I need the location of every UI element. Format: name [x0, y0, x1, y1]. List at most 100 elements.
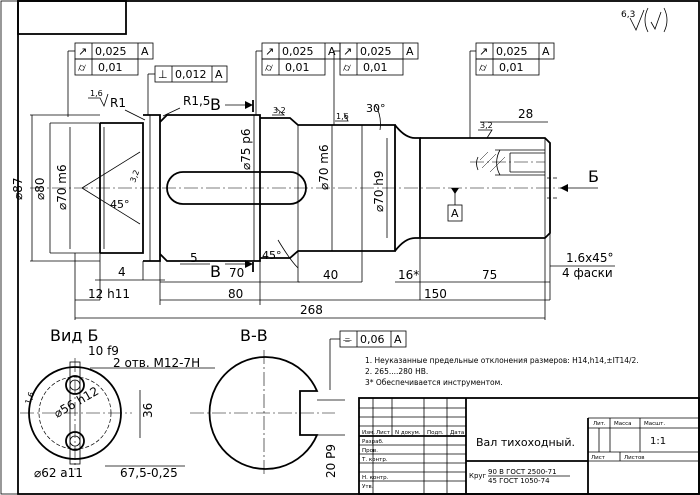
- svg-text:B: B: [210, 262, 221, 281]
- keyway-slot: [166, 171, 307, 205]
- roughness-general-mark: 6,3: [621, 7, 668, 33]
- section-mark-b-top: B: [210, 95, 254, 114]
- svg-text:2. 265....280 НВ.: 2. 265....280 НВ.: [365, 367, 428, 376]
- svg-text:Разраб.: Разраб.: [362, 439, 384, 445]
- title-block: Изм. Лист N докум. Подп. Дата Разраб. Пр…: [358, 397, 700, 495]
- svg-text:⌯: ⌯: [343, 333, 352, 346]
- svg-text:2 отв. М12-7Н: 2 отв. М12-7Н: [113, 356, 200, 370]
- section-mark-b-bottom: B: [210, 260, 254, 281]
- svg-text:B: B: [210, 95, 221, 114]
- dim-d87: ⌀87: [11, 178, 25, 201]
- svg-text:A: A: [451, 207, 459, 220]
- svg-text:⌀62 a11: ⌀62 a11: [34, 466, 83, 480]
- svg-text:45 ГОСТ 1050-74: 45 ГОСТ 1050-74: [488, 477, 550, 485]
- dim-80: 80: [228, 287, 243, 301]
- svg-text:A: A: [141, 45, 149, 58]
- svg-text:Н. контр.: Н. контр.: [362, 475, 389, 481]
- svg-text:Дата: Дата: [450, 430, 464, 436]
- svg-text:0,025: 0,025: [282, 45, 314, 58]
- tolerance-frame-perp: ⊥ 0,012 A: [147, 65, 228, 115]
- svg-text:⌭: ⌭: [343, 61, 351, 74]
- angle-45-mid: 45°: [262, 249, 282, 262]
- datum-a: A: [447, 188, 463, 222]
- svg-text:A: A: [542, 45, 550, 58]
- tolerance-frame-2: ↗ 0,025 A ⌭ 0,01: [255, 42, 341, 115]
- svg-text:Листов: Листов: [624, 455, 645, 461]
- svg-text:0,025: 0,025: [95, 45, 127, 58]
- corner-box: [17, 0, 127, 35]
- svg-text:⌭: ⌭: [78, 61, 86, 74]
- svg-text:3* Обеспечивается инструментом: 3* Обеспечивается инструментом.: [365, 378, 503, 387]
- svg-text:20 P9: 20 P9: [324, 444, 338, 478]
- dim-16: 16*: [398, 268, 419, 282]
- svg-text:A: A: [215, 68, 223, 81]
- technical-notes: 1. Неуказанные предельные отклонения раз…: [365, 356, 639, 387]
- svg-text:N докум.: N докум.: [395, 430, 421, 436]
- svg-text:1,6: 1,6: [90, 89, 103, 98]
- svg-text:Пров.: Пров.: [362, 448, 378, 454]
- svg-text:Масса: Масса: [614, 421, 632, 427]
- dim-d80: ⌀80: [33, 178, 47, 201]
- svg-text:⌭: ⌭: [479, 61, 487, 74]
- dim-70: 70: [229, 266, 244, 280]
- svg-text:⌀56 h12: ⌀56 h12: [52, 384, 102, 421]
- angle-30: 30°: [366, 102, 386, 115]
- dim-28: 28: [518, 107, 533, 121]
- svg-text:Лист: Лист: [591, 455, 606, 461]
- dim-d70h9: ⌀70 h9: [372, 170, 386, 212]
- diameter-dimensions: ⌀87 ⌀80 ⌀70 m6 ⌀75 p6 ⌀70 m6 ⌀70 h9: [11, 114, 388, 262]
- dim-5: 5: [190, 251, 198, 265]
- view-b: Вид Б 10 f9 2 отв. М12-7Н ⌀56 h12 ⌀62 a1…: [20, 326, 215, 480]
- svg-text:⊥: ⊥: [158, 68, 168, 81]
- dim-268: 268: [300, 303, 323, 317]
- svg-text:0,012: 0,012: [175, 68, 207, 81]
- shaft-main-view: [30, 114, 565, 262]
- svg-text:0,025: 0,025: [360, 45, 392, 58]
- svg-text:Лист: Лист: [376, 430, 391, 436]
- svg-text:3,2: 3,2: [128, 169, 141, 184]
- tolerance-frame-3: ↗ 0,025 A ⌭ 0,01: [333, 42, 419, 125]
- svg-text:Круг: Круг: [469, 472, 487, 480]
- radius-r15: R1,5: [183, 94, 210, 108]
- chamfer-count: 4 фаски: [562, 266, 613, 280]
- svg-text:↗: ↗: [479, 45, 488, 58]
- svg-text:Подп.: Подп.: [427, 430, 444, 436]
- svg-text:0,01: 0,01: [363, 61, 388, 74]
- svg-text:↗: ↗: [265, 45, 274, 58]
- svg-text:0,01: 0,01: [98, 61, 123, 74]
- svg-text:⌭: ⌭: [265, 61, 273, 74]
- svg-text:1. Неуказанные предельные откл: 1. Неуказанные предельные отклонения раз…: [365, 356, 639, 365]
- svg-text:↗: ↗: [343, 45, 352, 58]
- svg-text:6,3: 6,3: [621, 10, 635, 20]
- scale-value: 1:1: [650, 436, 666, 447]
- svg-text:0,01: 0,01: [499, 61, 524, 74]
- dim-d70m6-mid: ⌀70 m6: [317, 144, 331, 190]
- svg-text:A: A: [328, 45, 336, 58]
- tolerance-frame-symmetry: ⌯ 0,06 A: [329, 330, 407, 390]
- svg-text:90 В ГОСТ 2500-71: 90 В ГОСТ 2500-71: [488, 468, 557, 476]
- svg-text:Б: Б: [588, 167, 599, 186]
- svg-text:Изм.: Изм.: [362, 430, 375, 436]
- tolerance-frame-1: ↗ 0,025 A ⌭ 0,01: [67, 42, 154, 117]
- length-dimensions: 4 12 h11 5 70 80 40 16* 75 150 268 28 1.…: [74, 107, 615, 320]
- svg-text:36: 36: [141, 403, 155, 418]
- tolerance-frame-4: ↗ 0,025 A ⌭ 0,01: [469, 42, 555, 138]
- svg-text:3,2: 3,2: [480, 121, 493, 130]
- svg-text:↗: ↗: [78, 45, 87, 58]
- svg-text:Т. контр.: Т. контр.: [361, 457, 388, 463]
- dim-40: 40: [323, 268, 338, 282]
- dim-12h11: 12 h11: [88, 287, 130, 301]
- svg-text:Лит.: Лит.: [593, 421, 606, 427]
- svg-text:10 f9: 10 f9: [88, 344, 119, 358]
- dim-d75p6: ⌀75 p6: [239, 128, 253, 170]
- dim-150: 150: [424, 287, 447, 301]
- roughness-marks: 1,6 3,2 1,6 3,2 3,2 1,6: [23, 89, 492, 406]
- svg-text:В-В: В-В: [240, 326, 268, 345]
- angle-45-left: 45°: [110, 198, 130, 211]
- svg-text:0,025: 0,025: [496, 45, 528, 58]
- svg-text:A: A: [406, 45, 414, 58]
- svg-text:1,6: 1,6: [336, 112, 349, 121]
- chamfer-label: 1.6x45°: [566, 251, 613, 265]
- svg-text:0,06: 0,06: [360, 333, 385, 346]
